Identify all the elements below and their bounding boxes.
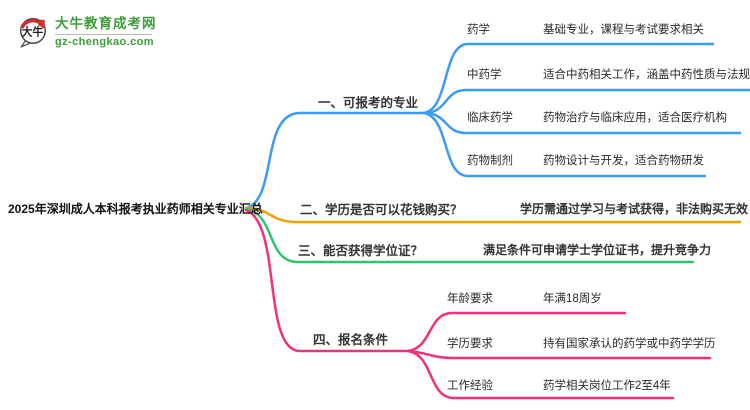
branch2-label: 二、学历是否可以花钱购买？ bbox=[300, 203, 463, 217]
branch1-child3-label: 临床药学 bbox=[467, 112, 513, 124]
site-logo[interactable]: 大牛 大牛教育成考网 gz-chengkao.com bbox=[18, 16, 157, 48]
branch1-child2-desc: 适合中药相关工作，涵盖中药性质与法规 bbox=[543, 69, 750, 81]
branch4-child2-desc: 持有国家承认的药学或中药学学历 bbox=[543, 338, 716, 350]
svg-text:大牛: 大牛 bbox=[22, 26, 44, 39]
branch3-label: 三、能否获得学位证？ bbox=[298, 244, 424, 258]
branch1-child3-desc: 药物治疗与临床应用，适合医疗机构 bbox=[543, 112, 727, 124]
branch4-child3-desc: 药学相关岗位工作2至4年 bbox=[543, 380, 671, 392]
logo-separator bbox=[55, 34, 152, 35]
branch1-child2-label: 中药学 bbox=[467, 69, 502, 81]
branch1-child4-label: 药物制剂 bbox=[467, 155, 513, 167]
branch4-child3-label: 工作经验 bbox=[447, 380, 493, 392]
branch4-child1-desc: 年满18周岁 bbox=[543, 293, 602, 305]
daniu-bubble-icon: 大牛 bbox=[19, 17, 47, 48]
branch1-child4-desc: 药物设计与开发，适合药物研发 bbox=[543, 155, 704, 167]
branch1-label: 一、可报考的专业 bbox=[318, 96, 419, 110]
branch3-answer: 满足条件可申请学士学位证书，提升竞争力 bbox=[483, 243, 712, 257]
branch2-answer: 学历需通过学习与考试获得，非法购买无效 bbox=[520, 202, 749, 216]
logo-domain: gz-chengkao.com bbox=[55, 36, 154, 48]
logo-title: 大牛教育成考网 bbox=[55, 16, 157, 31]
branch1-child1-label: 药学 bbox=[467, 24, 490, 36]
central-topic: 2025年深圳成人本科报考执业药师相关专业汇总 bbox=[8, 202, 263, 216]
branch4-child1-label: 年龄要求 bbox=[447, 293, 493, 305]
branch1-child1-desc: 基础专业，课程与考试要求相关 bbox=[543, 24, 704, 36]
branch4-child2-label: 学历要求 bbox=[447, 338, 493, 350]
branch4-label: 四、报名条件 bbox=[313, 333, 389, 347]
